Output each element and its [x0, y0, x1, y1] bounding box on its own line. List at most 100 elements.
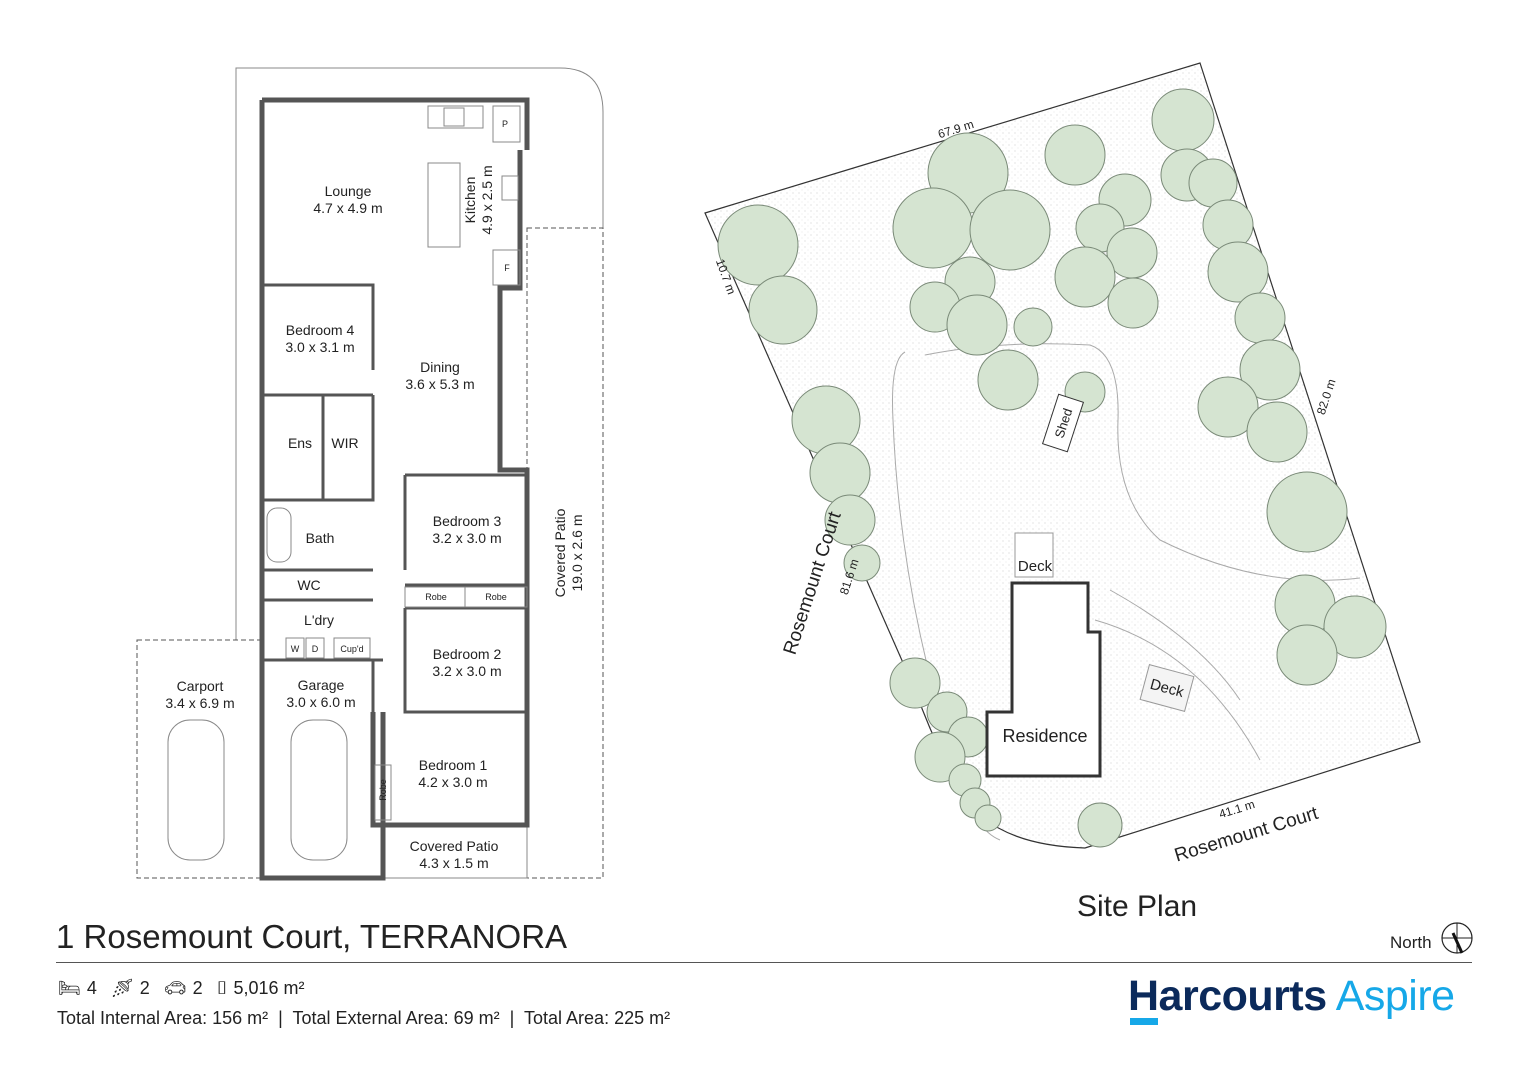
tree	[1054, 246, 1116, 308]
external-area: Total External Area: 69 m²	[292, 1008, 500, 1028]
compass-icon	[1441, 922, 1473, 954]
fridge	[492, 249, 521, 286]
room-dims: 4.7 x 4.9 m	[313, 200, 382, 216]
kitchen-island	[427, 162, 461, 248]
room-name: Covered Patio	[410, 838, 499, 854]
tree	[1077, 802, 1123, 848]
tree	[1044, 124, 1106, 186]
room-name: Ens	[288, 435, 312, 451]
shower-icon: 🚿︎	[110, 978, 134, 998]
tree	[843, 544, 881, 582]
deck-side	[1139, 664, 1195, 712]
washer-label: W	[291, 644, 300, 654]
room-name: Carport	[177, 678, 224, 694]
site-plan: Deck Deck Shed Residence 67.9 m 10.7 m 8…	[704, 62, 1421, 867]
divider	[56, 962, 1472, 963]
room-labels: Lounge 4.7 x 4.9 m Kitchen 4.9 x 2.5 m B…	[165, 165, 585, 871]
land-area-icon: ⌷	[216, 978, 228, 998]
trees	[717, 88, 1387, 848]
deck-top	[1014, 532, 1054, 578]
deck-label: Deck	[1018, 558, 1053, 575]
tree	[889, 657, 941, 709]
street-label: Rosemount Court	[780, 509, 846, 658]
room-dims: 3.4 x 6.9 m	[165, 695, 234, 711]
tree	[748, 275, 818, 345]
area-summary: Total Internal Area: 156 m² | Total Exte…	[57, 1008, 670, 1029]
tree	[1207, 241, 1269, 303]
room-dims: 3.6 x 5.3 m	[405, 376, 474, 392]
shed	[1041, 393, 1085, 453]
dryer	[305, 637, 325, 659]
robe-label: Robe	[378, 779, 388, 801]
room-name: Bath	[306, 530, 335, 546]
sink	[501, 175, 519, 201]
tree	[1151, 88, 1215, 152]
tree	[1013, 307, 1053, 347]
robe-label: Robe	[485, 592, 507, 602]
room-dims: 3.2 x 3.0 m	[432, 663, 501, 679]
pantry	[492, 105, 521, 143]
tree	[1239, 339, 1301, 401]
pantry-label: P	[502, 119, 508, 129]
room-name: Covered Patio	[552, 508, 568, 597]
room-name: WC	[297, 577, 320, 593]
tree	[946, 294, 1008, 356]
tree	[1266, 471, 1348, 553]
kitchen-bench	[427, 105, 484, 129]
car-icon: 🚗︎	[163, 978, 187, 998]
room-dims: 4.3 x 1.5 m	[419, 855, 488, 871]
tree	[824, 494, 876, 546]
room-dims: 19.0 x 2.6 m	[569, 514, 585, 591]
room-name: Bedroom 3	[433, 513, 502, 529]
washer	[285, 637, 305, 659]
north-label: North	[1390, 933, 1432, 952]
covered-patio-large	[526, 227, 604, 879]
tree	[892, 187, 974, 269]
tree	[1197, 376, 1259, 438]
exterior-walls	[259, 97, 530, 881]
bed-icon: 🛏︎	[58, 978, 81, 998]
room-name: Dining	[420, 359, 460, 375]
room-name: Lounge	[325, 183, 372, 199]
room-name: WIR	[331, 435, 358, 451]
tree	[791, 385, 861, 455]
tree	[1107, 277, 1159, 329]
cooktop	[443, 107, 465, 127]
room-name: Bedroom 2	[433, 646, 502, 662]
interior-walls	[262, 283, 527, 714]
dimension-label: 82.0 m	[1314, 377, 1339, 416]
lot-boundary	[235, 67, 604, 640]
robe-label: Robe	[425, 592, 447, 602]
property-address: 1 Rosemount Court, TERRANORA	[56, 918, 568, 955]
carport-area	[136, 639, 261, 879]
car-icon	[167, 719, 225, 861]
bedrooms-count: 4	[86, 978, 97, 998]
room-dims: 4.2 x 3.0 m	[418, 774, 487, 790]
residence-label: Residence	[1002, 726, 1087, 746]
brand-name-light: Aspire	[1335, 972, 1455, 1020]
room-dims: 4.9 x 2.5 m	[479, 165, 495, 234]
residence	[985, 581, 1102, 778]
separator: |	[509, 1008, 515, 1028]
room-name: Kitchen	[462, 177, 478, 224]
tree	[1276, 624, 1338, 686]
tree	[1246, 401, 1308, 463]
room-name: Bedroom 1	[419, 757, 488, 773]
robe-1	[374, 764, 392, 821]
floor-plan: P F Robe Robe Robe W D Cup'd Lounge 4.7 …	[136, 67, 604, 881]
dryer-label: D	[312, 644, 319, 654]
room-name: Bedroom 4	[286, 322, 355, 338]
tree	[809, 442, 871, 504]
logo-underline	[1130, 1018, 1158, 1025]
tree	[1234, 292, 1286, 344]
room-name: Garage	[298, 677, 345, 693]
separator: |	[278, 1008, 283, 1028]
robe-3b	[464, 586, 528, 608]
north-indicator: North	[1390, 922, 1473, 954]
brand-logo: Harcourts Aspire	[1128, 972, 1455, 1025]
tree	[717, 204, 799, 286]
tree	[969, 189, 1051, 271]
cupboard-label: Cup'd	[340, 644, 363, 654]
internal-area: Total Internal Area: 156 m²	[57, 1008, 269, 1028]
